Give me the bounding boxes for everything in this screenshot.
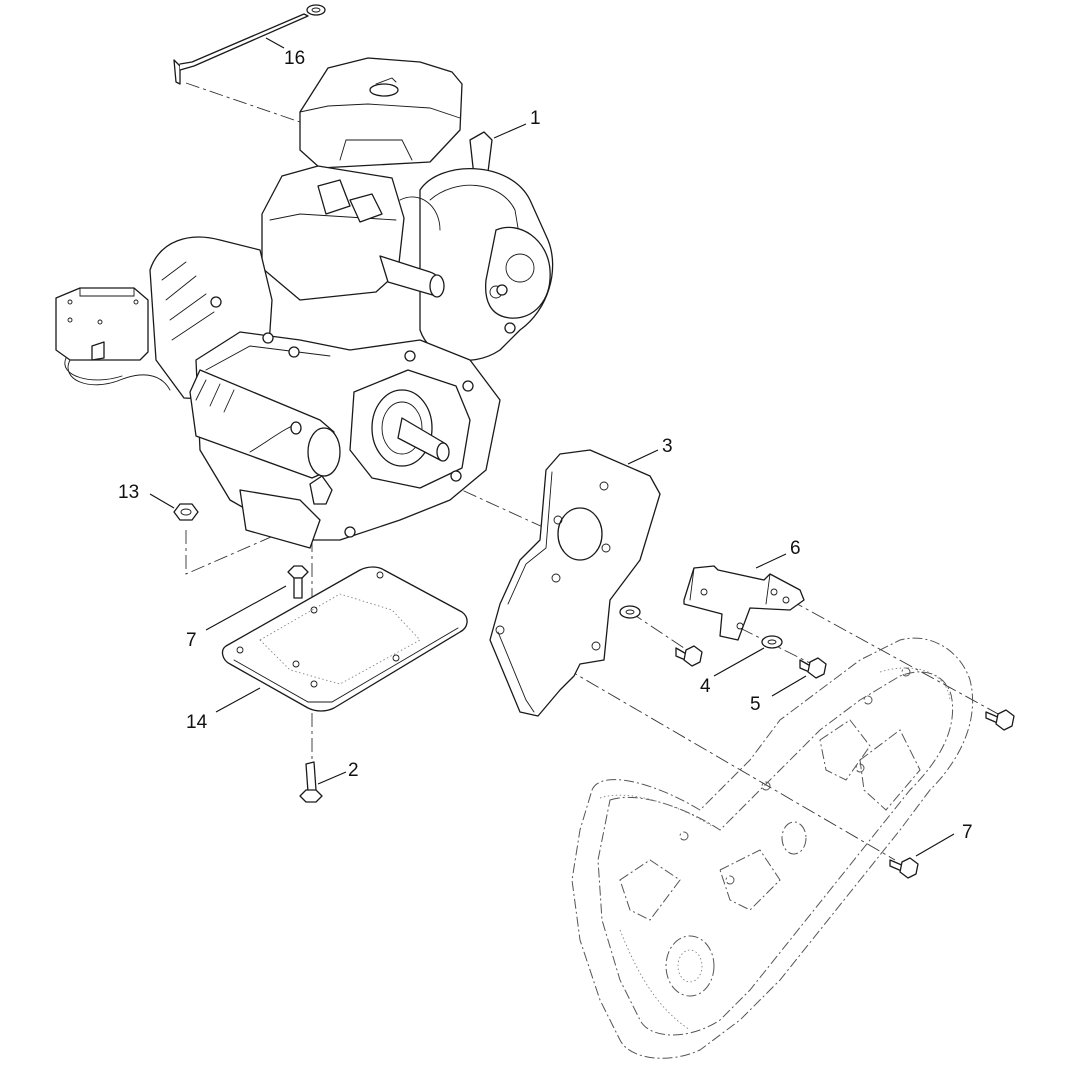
engine-assembly: [55, 57, 554, 549]
callout-7-left: 7: [186, 630, 197, 651]
lift-rod-part: [173, 4, 326, 85]
bracket-part-6: [683, 565, 805, 641]
callout-7-right: 7: [962, 822, 973, 843]
callout-16: 16: [284, 48, 305, 69]
callout-labels: 16 1 3 6 13 7 14 2 4 5 7: [118, 48, 973, 843]
callout-1: 1: [530, 108, 541, 129]
callout-13: 13: [118, 482, 139, 503]
callout-3: 3: [662, 436, 673, 457]
bolt-part-right-upper: [985, 709, 1015, 731]
bolt-part-5: [799, 657, 827, 679]
callout-2: 2: [348, 760, 359, 781]
frame-phantom-outline: [571, 637, 974, 1059]
bolt-part-right-lower: [889, 857, 919, 879]
mounting-bracket-part: [489, 449, 661, 717]
bolt-part-lower: [299, 761, 323, 803]
washer-bolt-set-upper: [619, 605, 703, 667]
flange-nut-part: [173, 503, 199, 521]
callout-14: 14: [186, 712, 208, 733]
base-plate-part: [221, 566, 468, 712]
bolt-part-upper: [287, 565, 309, 599]
callout-6: 6: [790, 538, 801, 559]
callout-5: 5: [750, 694, 761, 715]
leader-lines: [149, 37, 955, 857]
callout-4: 4: [700, 676, 711, 697]
washer-part: [761, 635, 783, 649]
